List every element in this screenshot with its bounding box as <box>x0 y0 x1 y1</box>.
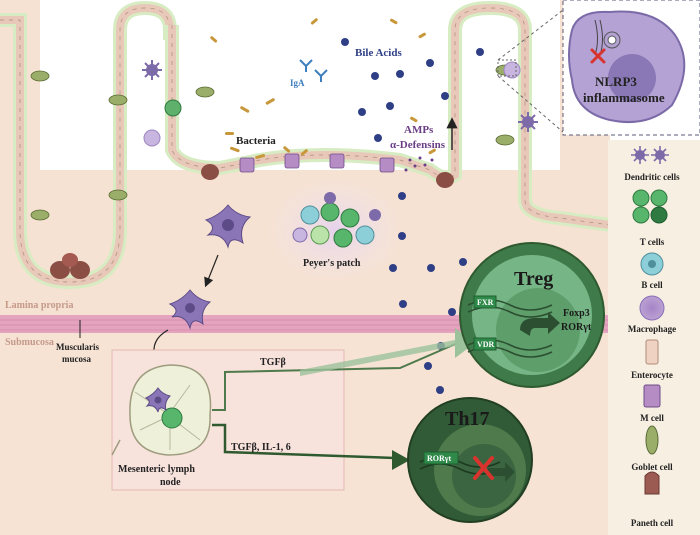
label-mucosa: mucosa <box>62 354 91 364</box>
legend-label-macrophage: Macrophage <box>628 324 676 334</box>
label-inflammasome: inflammasome <box>583 90 665 105</box>
legend-icons <box>631 146 669 495</box>
legend-label-dendritic: Dendritic cells <box>624 172 680 182</box>
goblet-cells <box>30 64 515 221</box>
label-nlrp3: NLRP3 <box>595 74 637 89</box>
peyers-patch-cells <box>292 192 381 248</box>
legend-label-enterocyte: Enterocyte <box>631 370 673 380</box>
label-defensins: α-Defensins <box>390 139 446 151</box>
legend-label-bcell: B cell <box>641 280 663 290</box>
th17-cell <box>407 397 533 523</box>
label-foxp3: Foxp3 <box>563 308 590 319</box>
lamina-propria-band <box>0 300 610 310</box>
legend-label-tcell: T cells <box>640 237 665 247</box>
lymph-node <box>111 364 212 456</box>
iga-molecule <box>299 59 328 82</box>
macrophage-lumen-2 <box>143 129 161 147</box>
paneth-cells-crypt <box>50 164 454 279</box>
label-mln: Mesenteric lymph <box>118 464 195 475</box>
label-lamina-propria: Lamina propria <box>5 300 73 311</box>
bacteria-cluster <box>210 18 436 159</box>
legend-label-paneth: Paneth cell <box>631 518 674 528</box>
label-roryt-th17: RORγt <box>427 454 452 463</box>
label-bacteria: Bacteria <box>236 135 276 147</box>
label-th17: Th17 <box>445 408 489 430</box>
label-submucosa: Submucosa <box>5 337 54 348</box>
amp-secretion <box>404 156 434 172</box>
legend-panel <box>608 140 700 535</box>
th17-pathway <box>212 423 410 470</box>
label-mln-node: node <box>160 477 181 488</box>
label-iga: IgA <box>290 78 305 88</box>
legend-label-goblet: Goblet cell <box>631 462 673 472</box>
label-bile-acids: Bile Acids <box>355 47 402 59</box>
label-fxr: FXR <box>477 298 494 307</box>
label-tgfb: TGFβ <box>260 357 286 368</box>
label-roryt: RORγt <box>561 322 592 333</box>
peyers-patch <box>265 175 405 285</box>
label-treg: Treg <box>514 268 553 290</box>
treg-cell <box>459 242 605 388</box>
label-tgfb-il: TGFβ, IL-1, 6 <box>231 442 291 453</box>
nlrp3-inset <box>497 0 700 136</box>
label-vdr: VDR <box>477 340 495 349</box>
label-amps: AMPs <box>404 124 434 136</box>
macrophage-lumen <box>164 99 182 117</box>
legend-label-mcell: M cell <box>640 413 664 423</box>
label-muscularis: Muscularis <box>56 342 99 352</box>
label-peyers-patch: Peyer's patch <box>303 258 361 269</box>
m-cells <box>239 153 395 173</box>
